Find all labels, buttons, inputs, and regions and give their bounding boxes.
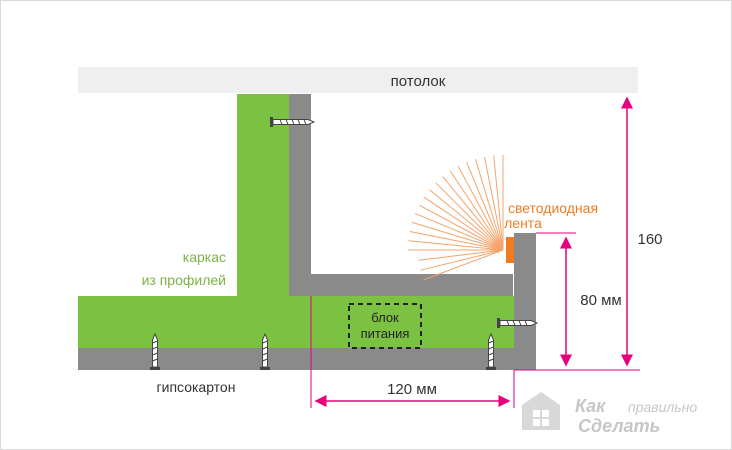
screw-icon: [497, 318, 539, 328]
power-unit-box: [348, 303, 422, 349]
frame-label-2: из профилей: [142, 272, 226, 288]
dim-ledge-height-label: 80 мм: [580, 292, 621, 309]
power-unit-label-1: блок: [371, 310, 399, 325]
light-ray: [423, 249, 504, 281]
led-strip-label-1: светодиодная: [508, 200, 598, 216]
screw-icon: [260, 332, 270, 370]
drywall-ledge-side: [514, 233, 536, 370]
frame-label-1: каркас: [183, 249, 226, 265]
watermark-logo: Как правильно Сделать: [522, 392, 697, 436]
screw-icon: [486, 332, 496, 370]
light-ray: [435, 182, 504, 251]
frame-profile-horizontal: [78, 296, 514, 348]
dim-ledge-width-label: 120 мм: [387, 381, 437, 398]
house-icon: [522, 392, 560, 430]
power-unit-label-2: питания: [361, 326, 410, 341]
led-strip-label-2: лента: [504, 215, 542, 231]
light-ray: [493, 155, 504, 251]
light-ray: [411, 221, 504, 251]
watermark-line1b: правильно: [628, 399, 697, 415]
drywall-label: гипсокартон: [157, 379, 236, 395]
led-strip: [506, 237, 514, 263]
light-rays: [408, 155, 504, 281]
dim-total-height-label: 160: [637, 231, 662, 248]
light-ray: [408, 240, 504, 251]
light-ray: [429, 189, 504, 251]
screw-icon: [150, 332, 160, 370]
watermark-line1: Как: [575, 396, 606, 416]
light-ray: [474, 158, 504, 251]
light-ray: [449, 170, 504, 251]
light-ray: [415, 213, 504, 251]
drywall-bottom: [78, 348, 514, 370]
light-ray: [423, 196, 504, 251]
light-ray: [484, 156, 504, 251]
light-ray: [409, 231, 504, 251]
ceiling-label: потолок: [391, 73, 446, 90]
light-ray: [418, 204, 504, 251]
watermark-line2: Сделать: [578, 416, 660, 436]
drywall-vertical: [289, 94, 311, 296]
light-ray: [457, 165, 504, 251]
light-ray: [466, 162, 504, 251]
drywall-ledge-top: [311, 274, 513, 296]
frame-profile-vertical: [237, 94, 289, 296]
light-ray: [418, 249, 504, 261]
light-ray: [442, 176, 504, 251]
screw-icon: [270, 117, 316, 127]
ceiling-slab: [78, 67, 638, 93]
light-ray: [420, 249, 504, 271]
